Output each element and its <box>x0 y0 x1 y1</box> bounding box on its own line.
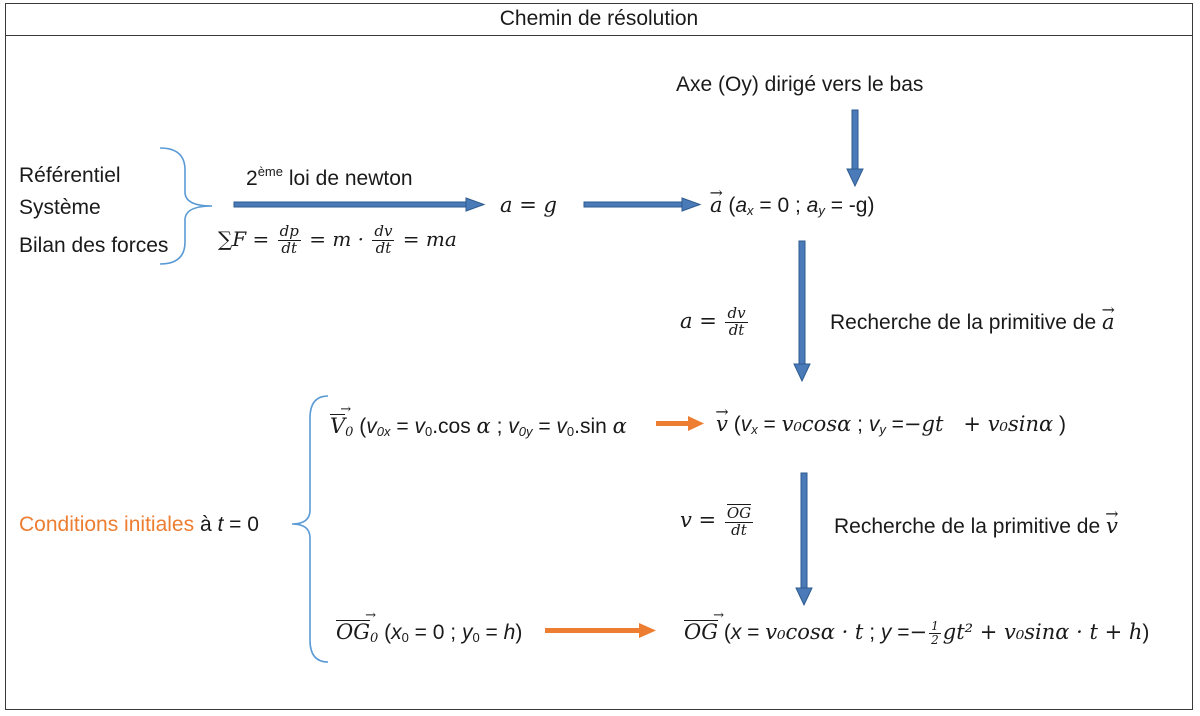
og0-initial-position: OG0 (x0 = 0 ; y0 = h) <box>336 609 522 645</box>
recherche-primitive-a: Recherche de la primitive de a <box>830 312 1115 334</box>
newton-law-label: 2ème loi de newton <box>246 164 413 190</box>
label-systeme: Système <box>19 196 101 219</box>
arrow-newton <box>233 197 486 212</box>
left-brace <box>159 147 213 265</box>
conditions-initiales: Conditions initiales à t = 0 <box>19 513 259 536</box>
diagram-title: Chemin de résolution <box>5 3 1193 36</box>
arrow-v-to-og <box>795 472 813 607</box>
title-text: Chemin de résolution <box>499 7 699 30</box>
v-components: v (vx = v₀cosα ; vy =−gt + v₀sinα ) <box>716 414 1066 437</box>
label-bilan-forces: Bilan des forces <box>19 234 169 257</box>
orange-arrow-v0 <box>656 416 704 431</box>
axe-label: Axe (Oy) dirigé vers le bas <box>676 73 924 96</box>
label-referentiel: Référentiel <box>19 164 121 187</box>
arrow-a-to-v <box>793 240 811 383</box>
arrow-a-to-components <box>583 197 702 212</box>
initial-conditions-brace <box>291 395 329 663</box>
arrow-axe-down <box>846 109 864 188</box>
recherche-primitive-v: Recherche de la primitive de v <box>834 516 1118 538</box>
a-components: a (ax = 0 ; ay = -g) <box>710 195 874 218</box>
diagram-frame <box>5 3 1193 710</box>
orange-arrow-og0 <box>545 623 656 638</box>
a-equals-g: a = g <box>500 193 557 217</box>
v0-initial-velocity: V0 (v0x = v0.cos α ; v0y = v0.sin α <box>330 403 627 439</box>
